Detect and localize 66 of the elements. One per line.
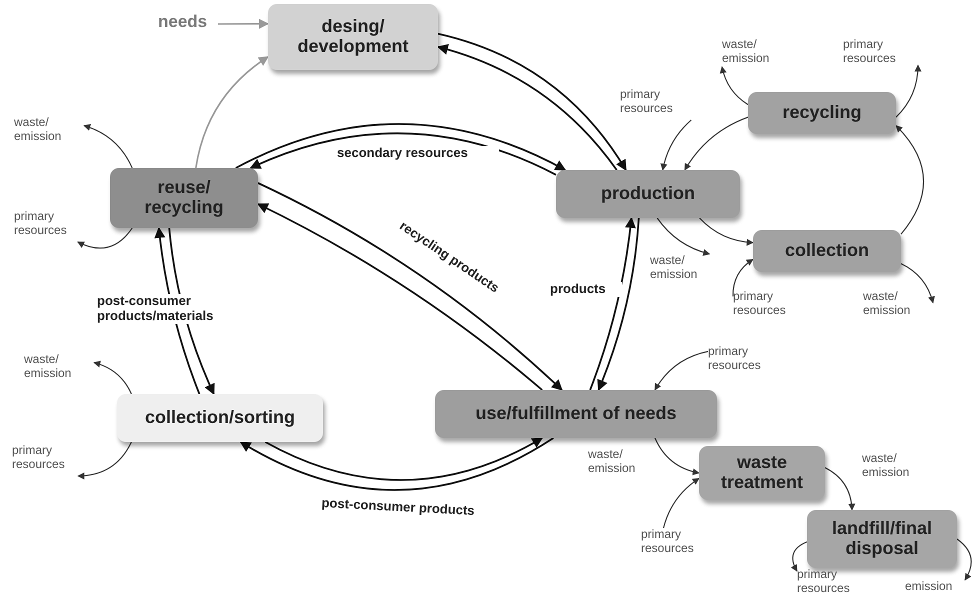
process-box — [556, 170, 740, 218]
process-label: desing/ development — [296, 17, 410, 57]
edge-label: secondary resources — [335, 146, 499, 161]
arrow — [240, 437, 554, 491]
arrow — [684, 116, 748, 171]
process-label: recycling — [782, 103, 862, 123]
arrow — [264, 437, 544, 481]
process-box — [435, 390, 717, 438]
arrow — [77, 442, 132, 480]
flow-label: primary resources — [797, 568, 872, 600]
flow-label: waste/ emission — [722, 38, 792, 70]
flow-label: waste/ emission — [24, 353, 94, 385]
flow-label: primary resources — [733, 290, 808, 322]
arrow — [720, 66, 748, 106]
arrow — [660, 120, 692, 171]
process-box — [699, 446, 825, 500]
process-label: reuse/ recycling — [143, 178, 225, 218]
flow-label: emission — [905, 580, 965, 596]
flow-label: waste/ emission — [863, 290, 933, 322]
arrow — [662, 478, 700, 528]
process-label: collection — [784, 241, 869, 261]
arrow — [77, 228, 133, 249]
flow-label: waste/ emission — [14, 116, 84, 148]
flow-label: primary resources — [708, 345, 783, 377]
edge-label: waste/ emission — [587, 448, 636, 476]
flow-label: primary resources — [641, 528, 716, 560]
process-box — [753, 230, 901, 272]
flow-label: primary resources — [843, 38, 918, 70]
process-box — [748, 92, 896, 134]
process-box — [268, 4, 438, 70]
arrow — [93, 360, 132, 394]
arrow — [824, 467, 856, 511]
process-label: use/fulfillment of needs — [475, 404, 677, 424]
flow-label: primary resources — [12, 444, 87, 476]
arrow — [699, 218, 754, 246]
process-box — [110, 168, 258, 228]
arrow — [654, 438, 700, 476]
arrow — [250, 132, 556, 176]
arrow — [790, 541, 808, 572]
input-label: needs — [158, 12, 218, 36]
arrow — [900, 263, 935, 304]
flow-label: primary resources — [620, 88, 695, 120]
arrow — [218, 18, 269, 29]
process-label: landfill/final disposal — [830, 519, 933, 559]
arrow — [732, 258, 754, 296]
process-label: waste treatment — [720, 453, 804, 493]
edge-label: waste/ emission — [861, 452, 910, 480]
process-box — [117, 394, 323, 442]
process-box — [807, 510, 957, 568]
arrow — [589, 216, 636, 390]
arrow — [83, 124, 133, 168]
arrow — [257, 203, 543, 391]
arrow — [654, 350, 708, 391]
process-label: collection/sorting — [144, 408, 295, 428]
arrow — [656, 218, 710, 256]
arrow — [195, 56, 269, 168]
arrow — [896, 125, 924, 235]
arrow — [896, 64, 922, 118]
arrow — [597, 218, 640, 392]
process-label: production — [601, 184, 695, 204]
edge-label: products — [548, 282, 622, 297]
arrow — [235, 123, 566, 171]
flow-label: primary resources — [14, 210, 89, 242]
flow-label: waste/ emission — [650, 254, 720, 286]
arrow — [956, 538, 972, 581]
arrow — [258, 182, 563, 391]
